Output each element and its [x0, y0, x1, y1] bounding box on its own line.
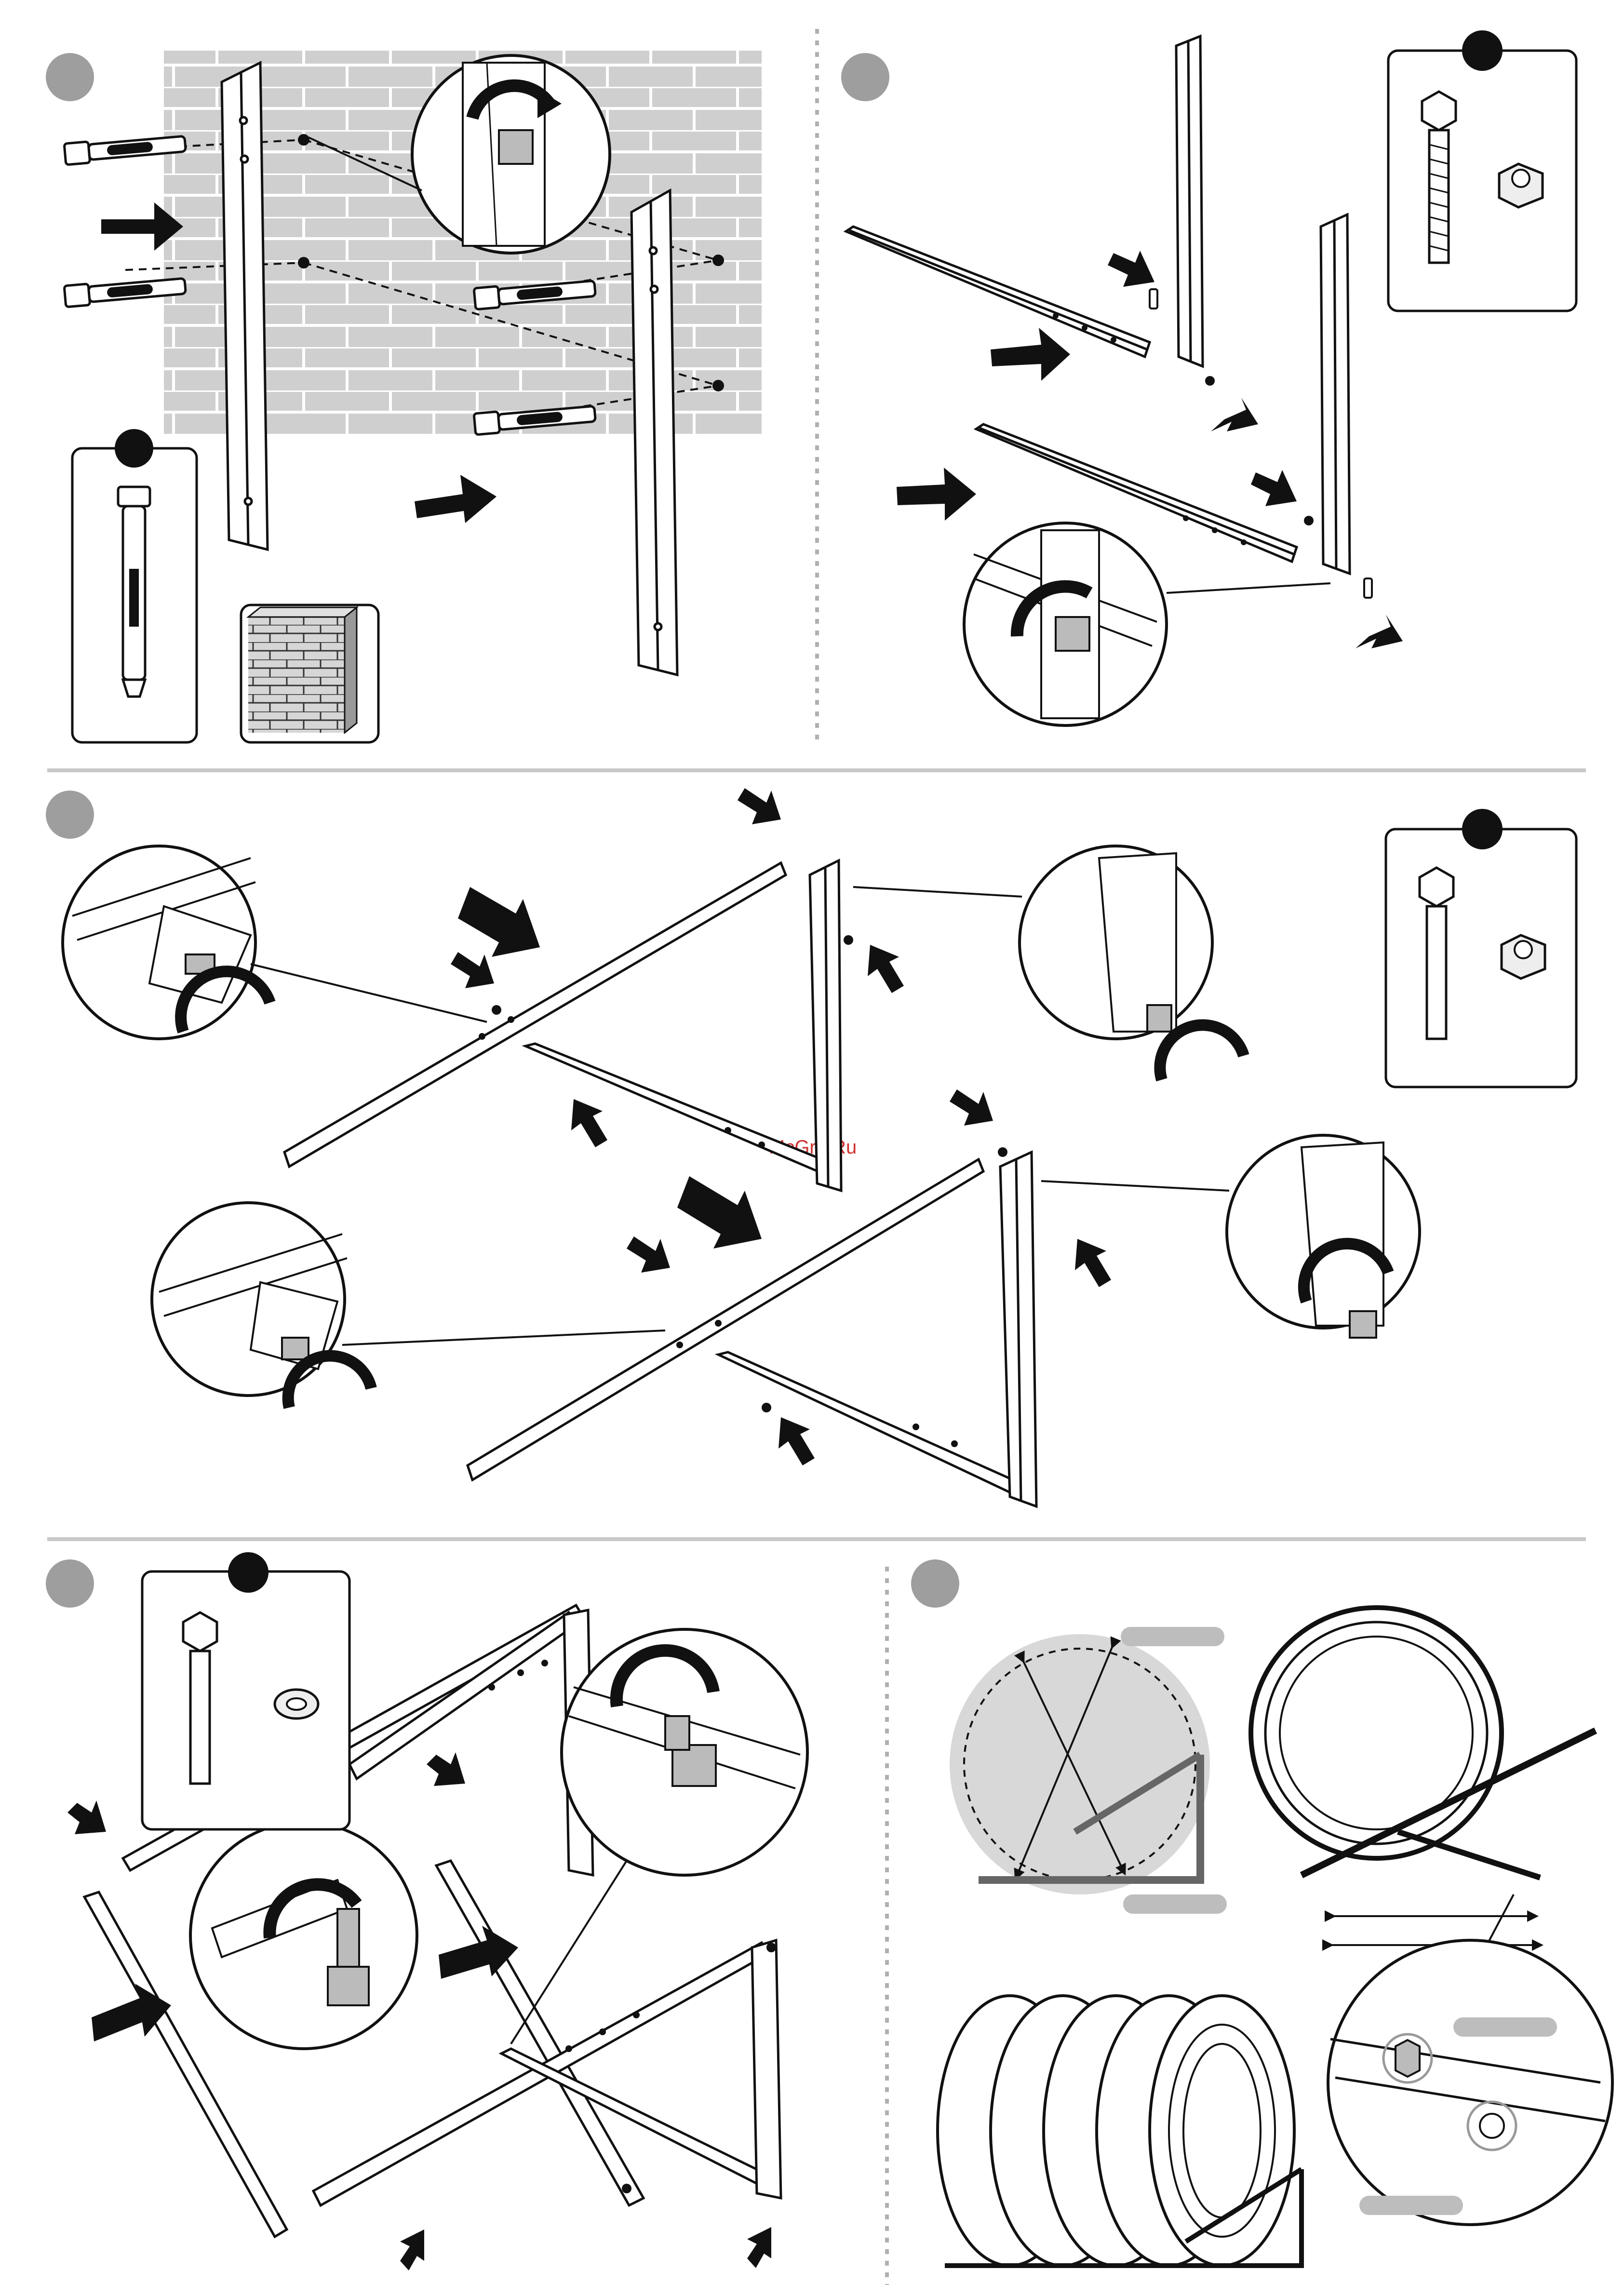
stacked-tires-on-rack	[938, 1996, 1302, 2266]
step-3-panel	[63, 788, 1576, 1506]
step-1-circle	[46, 53, 94, 101]
step-3-circle	[46, 791, 94, 839]
left-wall-rail	[222, 63, 268, 550]
step-4-hardware-box	[142, 1552, 349, 1829]
step-2-panel	[846, 30, 1576, 725]
step-3-hardware-box	[1386, 809, 1576, 1087]
brace-zoom-callout-3	[152, 1203, 665, 1408]
step-2-circle	[841, 53, 889, 101]
brick-material-box	[241, 605, 378, 742]
bolt-nut-hardware-box	[1388, 30, 1576, 311]
anchor-detail-box	[72, 429, 197, 742]
brace-zoom-callout-4	[1041, 1135, 1420, 1338]
step-4-circle	[46, 1559, 94, 1608]
cross-bar-zoom-callout-1	[190, 1822, 417, 2049]
step-5-circle	[911, 1559, 959, 1608]
right-wall-rail	[631, 190, 677, 675]
brace-zoom-callout-1	[63, 846, 487, 1039]
bolt-detail-zoom	[1328, 1940, 1612, 2225]
step-4-panel	[67, 1552, 807, 2270]
step-1-panel	[64, 51, 762, 742]
step-5-panel	[938, 1608, 1612, 2266]
brace-zoom-callout-2	[853, 846, 1244, 1080]
tire-size-diagram	[950, 1627, 1227, 1914]
tire-with-bracket	[1251, 1608, 1596, 1976]
